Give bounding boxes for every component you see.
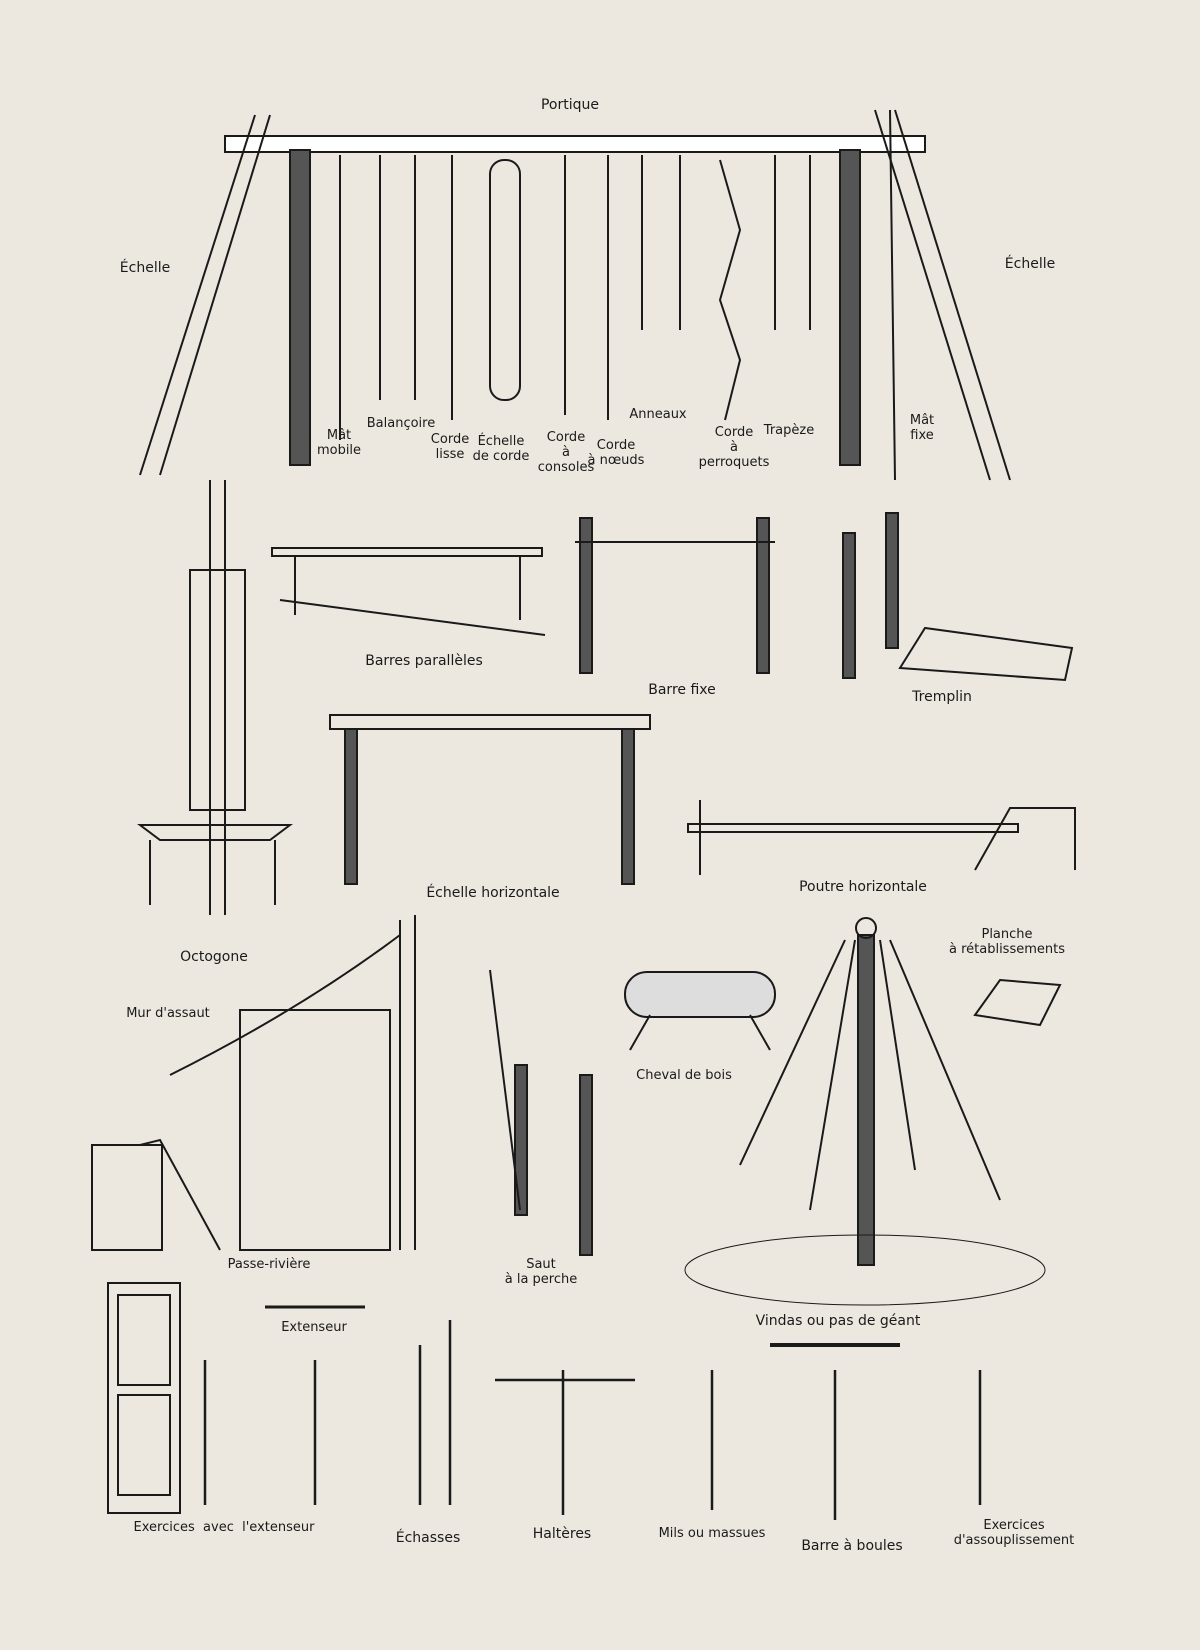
label-corde-a-noeuds: Corde à nœuds — [587, 438, 645, 468]
vindas-drawing — [684, 917, 1046, 1306]
label-corde-lisse: Corde lisse — [430, 432, 470, 462]
label-mat-mobile: Mât mobile — [316, 428, 362, 458]
label-anneaux: Anneaux — [629, 407, 687, 422]
label-echasses: Échasses — [395, 1530, 461, 1546]
bottom-figures — [203, 1320, 982, 1520]
label-echelle-de-corde: Échelle de corde — [472, 434, 530, 464]
label-saut-a-la-perche: Saut à la perche — [504, 1257, 578, 1287]
barre-fixe-drawing — [575, 517, 775, 674]
barres-paralleles-drawing — [271, 547, 546, 636]
label-exercices-extenseur: Exercices avec l'extenseur — [133, 1520, 315, 1535]
label-halteres: Haltères — [532, 1526, 592, 1542]
octogone-drawing — [137, 480, 293, 915]
label-planche: Planche à rétablissements — [948, 927, 1066, 957]
mur-dassaut-drawing — [91, 915, 416, 1251]
label-tremplin: Tremplin — [912, 689, 972, 705]
saut-perche-drawing — [489, 969, 593, 1256]
label-balancoire: Balançoire — [366, 416, 436, 431]
label-passe-riviere: Passe-rivière — [227, 1257, 311, 1272]
label-barre-fixe: Barre fixe — [648, 682, 716, 698]
label-corde-a-consoles: Corde à consoles — [537, 430, 595, 475]
echelle-horizontale-drawing — [329, 714, 651, 885]
label-cheval-de-bois: Cheval de bois — [636, 1068, 732, 1083]
label-echelle-horizontale: Échelle horizontale — [426, 885, 560, 901]
label-poutre-horizontale: Poutre horizontale — [799, 879, 927, 895]
label-barres-paralleles: Barres parallèles — [365, 653, 483, 669]
label-echelle-left: Échelle — [119, 260, 171, 276]
tremplin-drawing — [842, 512, 1074, 682]
cheval-drawing — [624, 971, 776, 1051]
label-assouplissement: Exercices d'assouplissement — [953, 1518, 1075, 1548]
poutre-horizontale-drawing — [687, 800, 1076, 875]
label-barre-a-boules: Barre à boules — [801, 1538, 903, 1554]
label-mils: Mils ou massues — [658, 1526, 766, 1541]
label-corde-a-perroquets: Corde à perroquets — [698, 425, 770, 470]
label-echelle-right: Échelle — [1004, 256, 1056, 272]
label-octogone: Octogone — [180, 949, 248, 965]
extenseur-drawing — [107, 1282, 365, 1514]
label-extenseur: Extenseur — [281, 1320, 347, 1335]
label-mat-fixe: Mât fixe — [909, 413, 935, 443]
planche-drawing — [973, 978, 1062, 1027]
portique-frame — [139, 109, 1011, 481]
label-trapeze: Trapèze — [763, 423, 815, 438]
label-vindas: Vindas ou pas de géant — [755, 1313, 921, 1329]
label-portique: Portique — [540, 97, 600, 113]
label-mur-dassaut: Mur d'assaut — [126, 1006, 210, 1021]
